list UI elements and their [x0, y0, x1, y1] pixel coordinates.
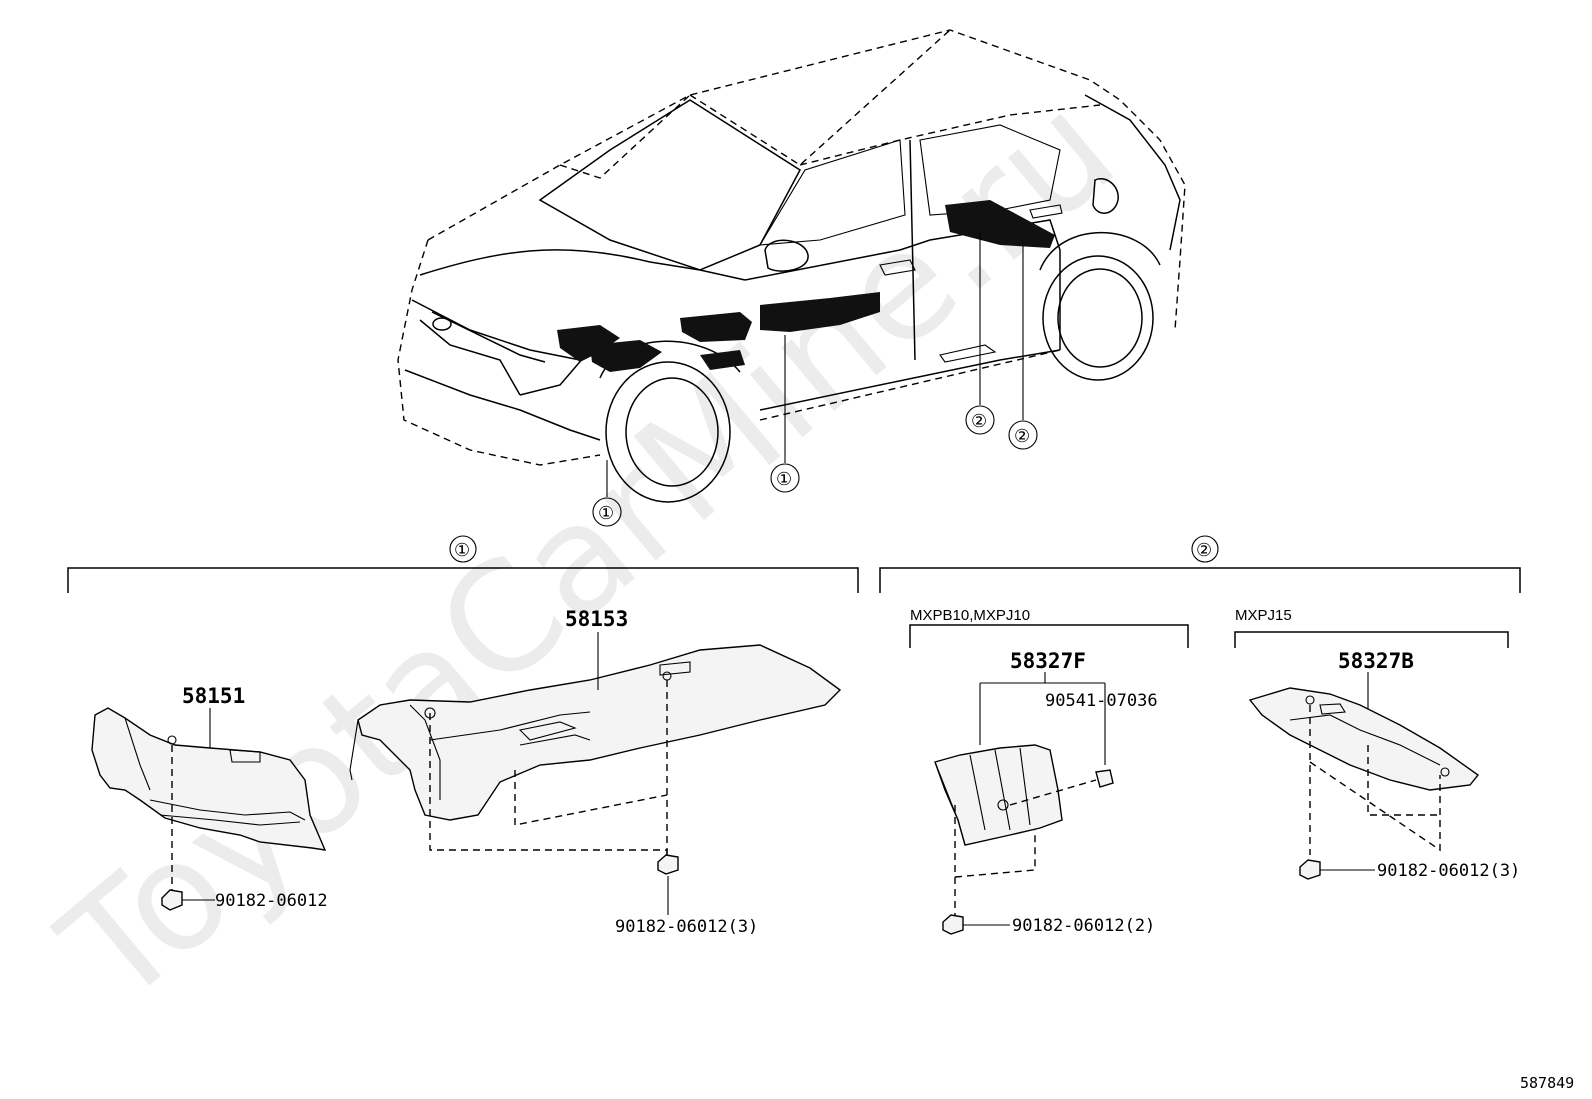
callout-2-left [965, 405, 995, 435]
callout-1-floor [770, 463, 800, 493]
group-2-bracket [879, 535, 1521, 593]
callout-1-front-label: ① [598, 503, 614, 524]
clip-90182-06012-d [1299, 859, 1321, 880]
insulator-highlight-group-1 [557, 292, 880, 372]
part-58327F-shape [934, 744, 1063, 846]
variant-a-bracket [909, 624, 1189, 648]
part-58327B-shape [1248, 687, 1480, 791]
clip-90182-06012-c-label: 90182-06012(2) [1012, 916, 1155, 936]
fastener-line-58153-b [514, 770, 668, 826]
part-58327B-label: 58327B [1338, 649, 1414, 673]
vehicle-illustration [397, 29, 1186, 503]
variant-b-models: MXPJ15 [1235, 607, 1292, 624]
part-58327F-label: 58327F [1010, 649, 1086, 673]
clip-90182-06012-a-label: 90182-06012 [215, 891, 328, 911]
clip-90182-06012-b-label: 90182-06012(3) [615, 917, 758, 937]
part-58151-label: 58151 [182, 684, 245, 708]
fastener-line-58327F [954, 805, 1036, 918]
callout-2-right [1008, 420, 1038, 450]
group-1-label: ① [454, 540, 470, 561]
group-1-bracket [67, 535, 859, 593]
clip-90182-06012-b [657, 854, 679, 875]
leader-58327F [979, 672, 1106, 765]
callout-1-floor-label: ① [776, 469, 792, 490]
nut-90541-07036-label: 90541-07036 [1045, 691, 1158, 711]
variant-a-models: MXPB10,MXPJ10 [910, 607, 1030, 624]
figure-number: 587849 [1520, 1074, 1574, 1092]
fastener-line-58327B-b [1309, 761, 1441, 852]
clip-90182-06012-c [942, 914, 964, 935]
part-58153-label: 58153 [565, 607, 628, 631]
clip-90182-06012-d-label: 90182-06012(3) [1377, 861, 1520, 881]
part-58151-shape [91, 707, 327, 851]
clip-90182-06012-a [161, 889, 183, 911]
part-58153-shape [349, 644, 842, 821]
insulator-highlight-group-2 [945, 200, 1055, 248]
group-2-label: ② [1196, 540, 1212, 561]
callout-2-left-label: ② [971, 411, 987, 432]
variant-b-bracket [1234, 631, 1509, 648]
fastener-line-nut [1009, 779, 1097, 806]
callout-2-right-label: ② [1014, 426, 1030, 447]
callout-1-front [592, 497, 622, 527]
nut-90541-07036 [1095, 769, 1114, 788]
